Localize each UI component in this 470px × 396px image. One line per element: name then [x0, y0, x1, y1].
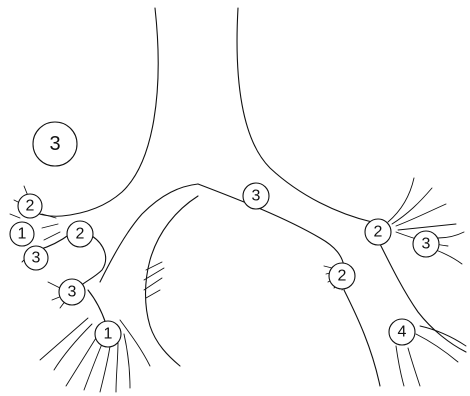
markers: 3 2 1 3 2 3 1 3 [10, 122, 439, 347]
marker-center: 3 [243, 183, 269, 209]
svg-text:3: 3 [252, 188, 261, 205]
svg-text:3: 3 [32, 250, 41, 267]
svg-text:2: 2 [76, 226, 85, 243]
svg-text:2: 2 [338, 268, 347, 285]
center-branch-upper [100, 184, 198, 282]
marker-left-low: 3 [24, 246, 48, 270]
svg-text:4: 4 [398, 324, 407, 341]
marker-left-lower: 3 [59, 279, 85, 305]
svg-text:2: 2 [374, 224, 383, 241]
svg-text:1: 1 [18, 226, 27, 243]
marker-left-mid: 1 [10, 222, 34, 246]
left-branch-down [88, 290, 106, 324]
svg-text:3: 3 [68, 284, 77, 301]
center-branch-lower [198, 184, 344, 266]
marker-upper-left-free: 3 [33, 122, 77, 166]
svg-text:3: 3 [49, 133, 60, 155]
marker-left-top: 2 [18, 194, 42, 218]
center-branch-inner [146, 196, 199, 366]
trunk-left-wall [28, 8, 158, 216]
marker-right-upper: 2 [365, 219, 391, 245]
marker-right-mid: 2 [329, 263, 355, 289]
svg-text:1: 1 [104, 326, 113, 343]
svg-text:3: 3 [422, 236, 431, 253]
marker-left-junction: 2 [67, 221, 93, 247]
marker-left-bottom: 1 [95, 321, 121, 347]
marker-right-bottom: 4 [389, 319, 415, 345]
marker-right-far: 3 [413, 231, 439, 257]
right-lower-outer [344, 290, 380, 386]
svg-text:2: 2 [26, 198, 35, 215]
